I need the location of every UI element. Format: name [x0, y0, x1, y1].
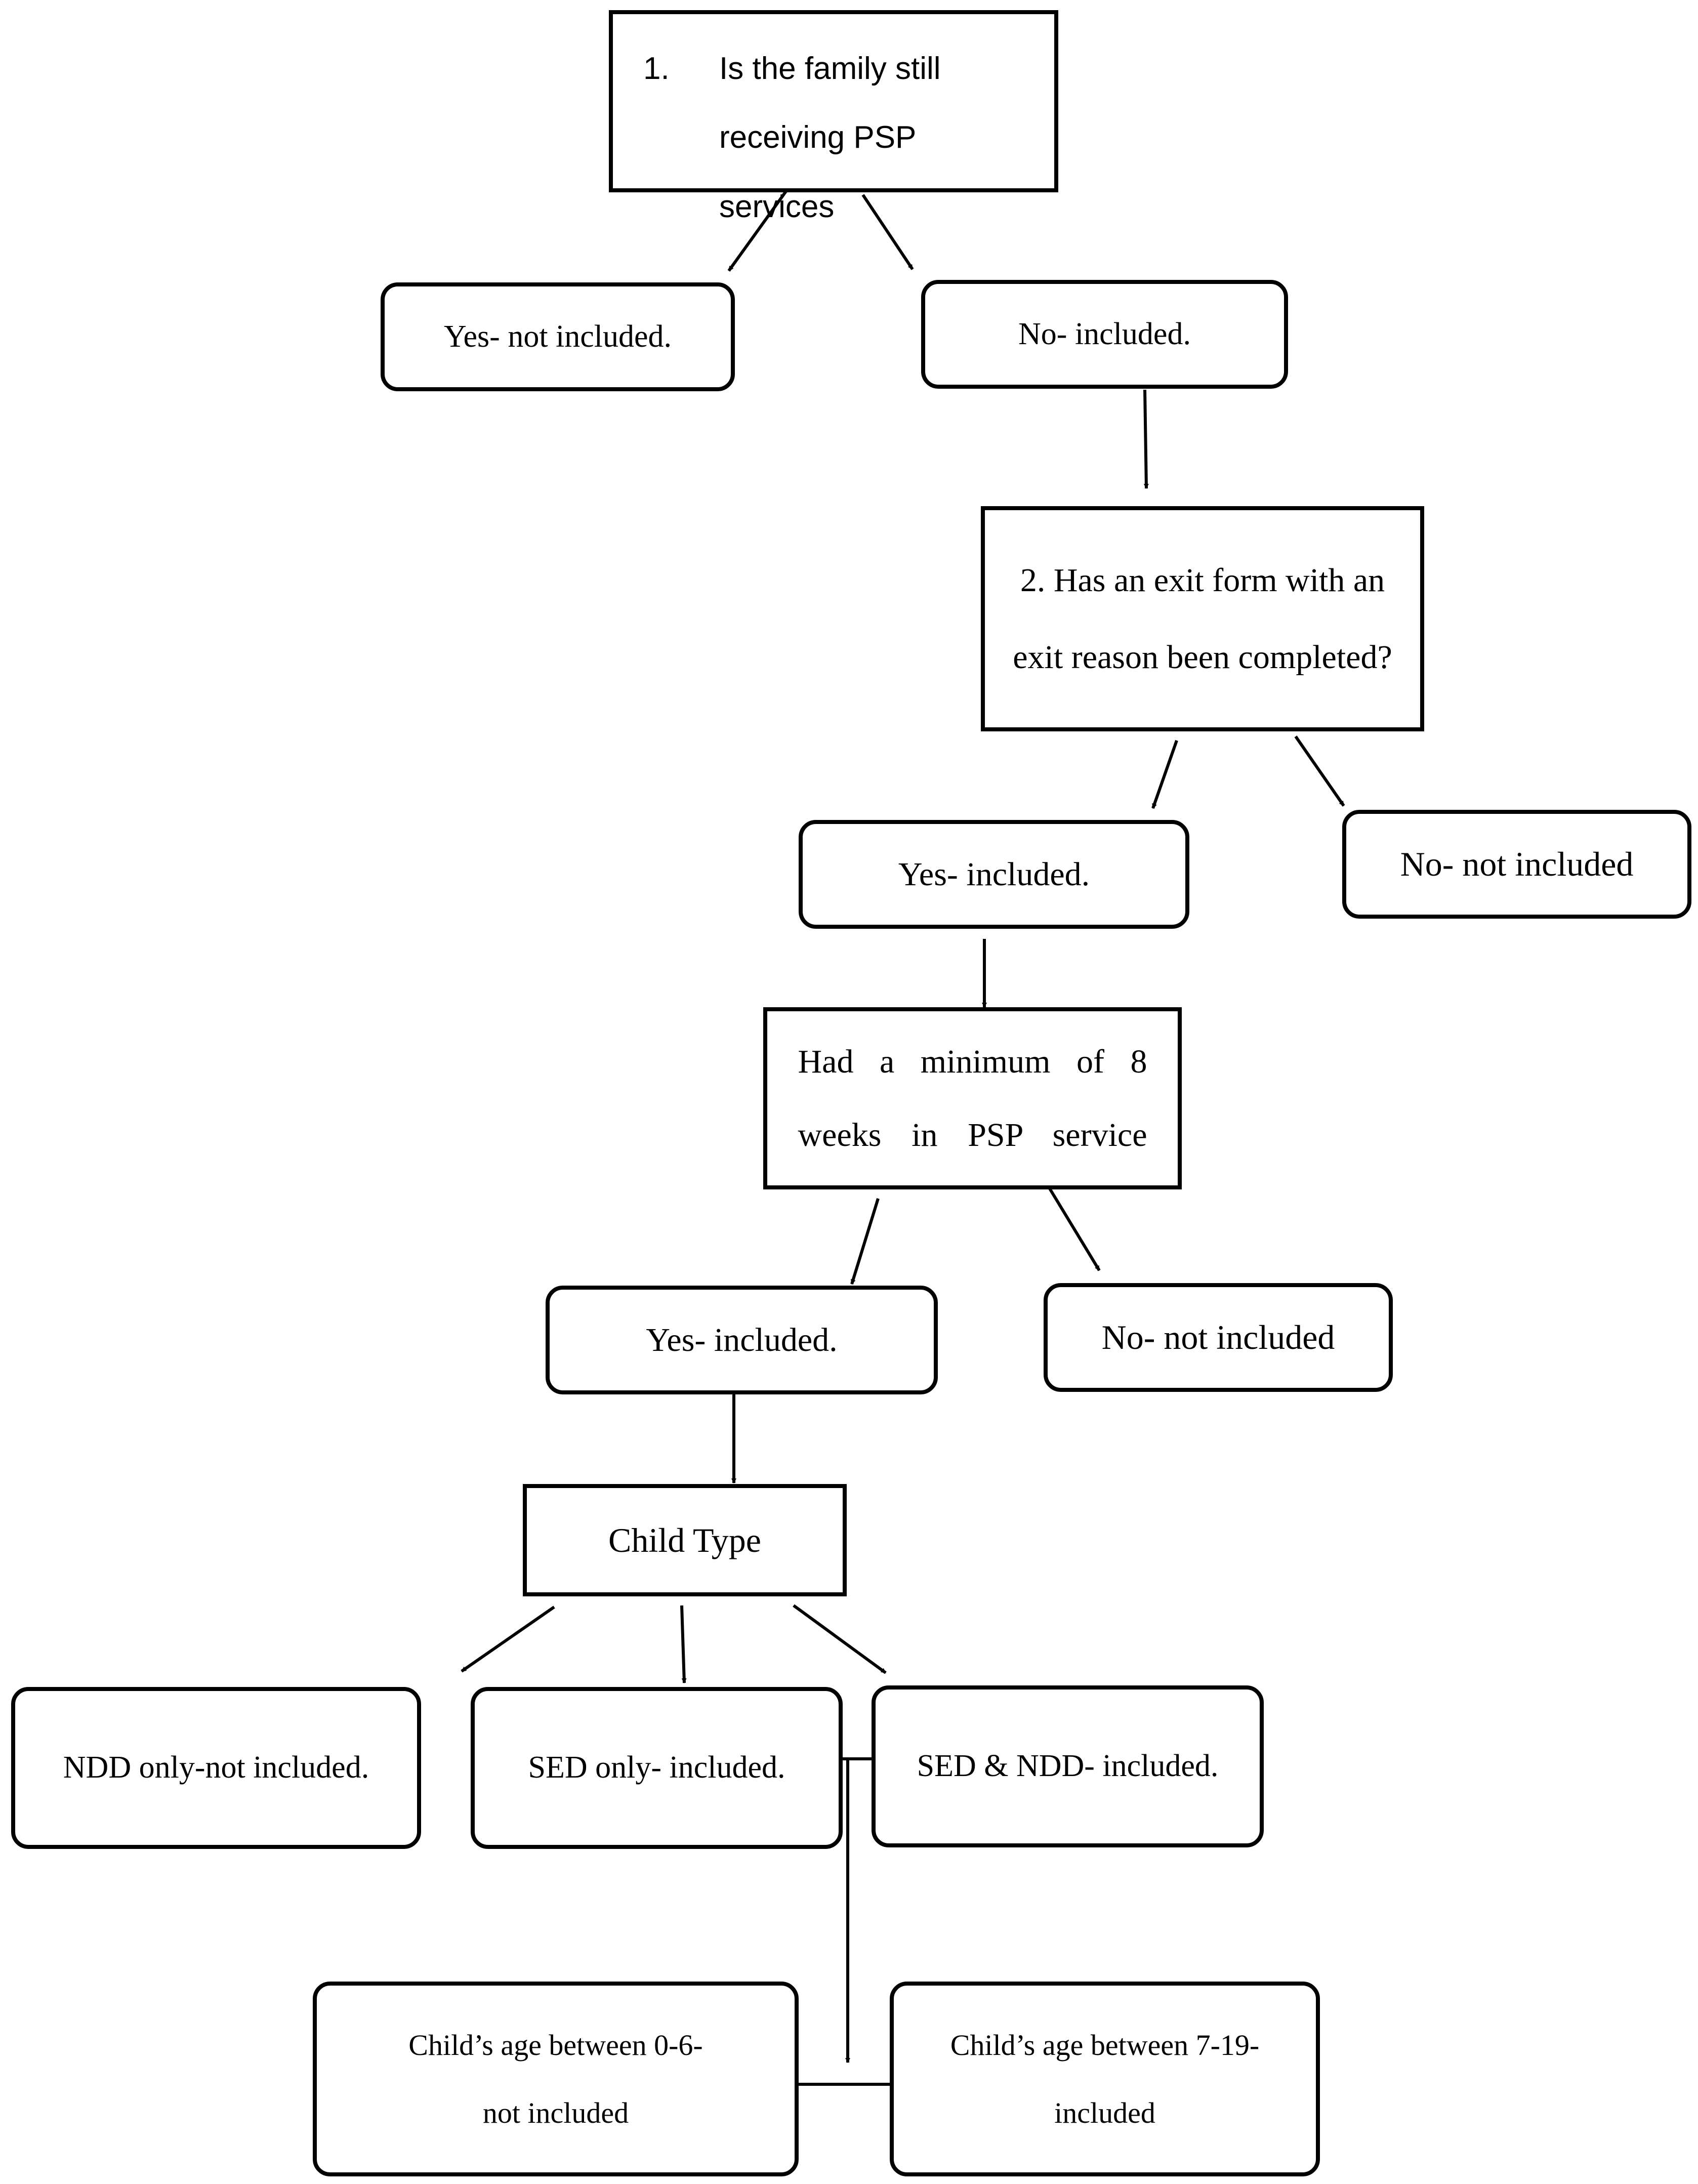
- q3-yes-included-box: Yes- included.: [546, 1286, 938, 1394]
- q2-no-label: No- not included: [1400, 845, 1634, 884]
- child-type-text: Child Type: [608, 1520, 761, 1559]
- q2-yes-label: Yes- included.: [898, 855, 1090, 893]
- question-2-text: 2. Has an exit form with an exit reason …: [1013, 561, 1392, 676]
- arrow-child-type-to-sed-ndd: [793, 1604, 887, 1674]
- arrow-q3-to-yes: [850, 1198, 880, 1285]
- age-0-6-label: Child’s age between 0-6- not included: [408, 2029, 703, 2129]
- question-1-text: Is the family still receiving PSP servic…: [719, 51, 941, 224]
- question-1-number: 1.: [643, 51, 670, 86]
- sed-ndd-label: SED & NDD- included.: [917, 1749, 1219, 1784]
- q1-yes-label: Yes- not included.: [443, 319, 672, 354]
- q1-yes-not-included-box: Yes- not included.: [381, 282, 735, 391]
- q3-no-not-included-box: No- not included: [1044, 1283, 1393, 1392]
- age-0-6-not-included-box: Child’s age between 0-6- not included: [313, 1982, 799, 2176]
- q1-no-included-box: No- included.: [921, 280, 1288, 389]
- q1-no-label: No- included.: [1018, 316, 1191, 351]
- arrow-q1-to-no: [861, 194, 914, 270]
- arrow-q2-to-no: [1294, 735, 1345, 807]
- question-3-text: Had a minimum of 8 weeks in PSP service: [798, 1043, 1147, 1153]
- age-7-19-included-box: Child’s age between 7-19- included: [890, 1982, 1320, 2176]
- q3-yes-label: Yes- included.: [646, 1321, 838, 1358]
- child-type-box: Child Type: [523, 1484, 847, 1596]
- arrow-child-type-to-ndd: [461, 1605, 555, 1673]
- arrow-no-to-q2: [1143, 389, 1149, 489]
- question-3-box: Had a minimum of 8 weeks in PSP service: [763, 1007, 1182, 1189]
- arrow-q1-to-yes: [727, 190, 788, 272]
- q2-yes-included-box: Yes- included.: [799, 820, 1189, 929]
- question-2-box: 2. Has an exit form with an exit reason …: [981, 506, 1424, 731]
- age-7-19-label: Child’s age between 7-19- included: [950, 2029, 1260, 2129]
- sed-and-ndd-included-box: SED & NDD- included.: [872, 1685, 1264, 1847]
- ndd-only-label: NDD only-not included.: [63, 1750, 369, 1785]
- arrow-child-type-to-sed: [680, 1605, 687, 1683]
- arrow-q3-to-no: [1047, 1186, 1101, 1271]
- arrow-q2-to-yes: [1151, 740, 1178, 809]
- q3-no-label: No- not included: [1101, 1318, 1335, 1357]
- q2-no-not-included-box: No- not included: [1342, 810, 1691, 919]
- ndd-only-not-included-box: NDD only-not included.: [11, 1687, 421, 1849]
- sed-only-included-box: SED only- included.: [471, 1687, 843, 1849]
- sed-only-label: SED only- included.: [528, 1750, 785, 1785]
- question-1-box: 1. Is the family still receiving PSP ser…: [609, 10, 1058, 224]
